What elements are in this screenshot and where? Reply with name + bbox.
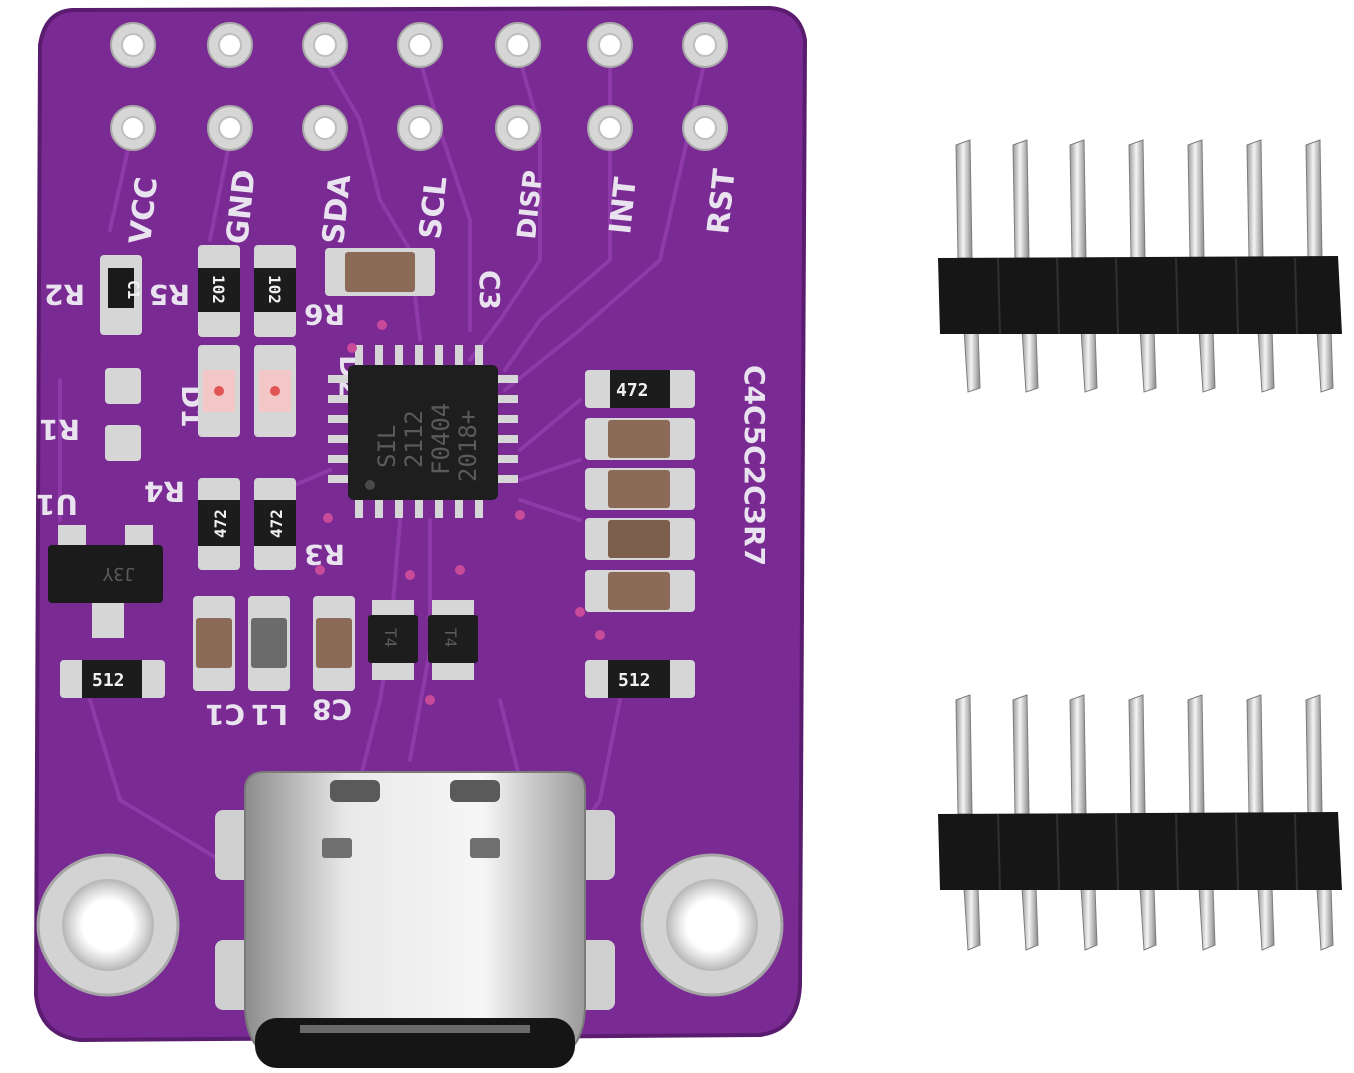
vias	[315, 320, 605, 705]
transistor-2: T4	[428, 600, 478, 680]
r5-marking: 102	[209, 275, 228, 304]
transistor-1: T4	[368, 600, 418, 680]
r6-marking: 102	[265, 275, 284, 304]
label-r2: R2	[44, 278, 85, 311]
resistor-r4: 472	[198, 478, 240, 570]
pin-label-disp: DISP	[512, 169, 549, 241]
pin-label-sda: SDA	[316, 172, 358, 246]
pin-label-scl: SCL	[413, 175, 454, 241]
usb-c-connector	[215, 771, 615, 1068]
pin-header-top	[938, 139, 1342, 393]
label-r4: R4	[144, 475, 185, 508]
label-c1: C1	[205, 698, 245, 731]
label-r6: R6	[304, 298, 345, 331]
capacitor-c3	[325, 248, 435, 296]
resistor-r7: 472	[585, 370, 695, 408]
pin-label-vcc: VCC	[123, 175, 165, 246]
mounting-hole-right	[640, 853, 784, 997]
led-d1	[198, 345, 240, 437]
resistor-512-right-marking: 512	[618, 670, 651, 691]
ic-marking-line1: SIL	[373, 425, 401, 468]
pin-label-int: INT	[603, 175, 644, 236]
resistor-512-left: 512	[60, 660, 165, 698]
pin-label-rst: RST	[701, 167, 743, 236]
label-r3: R3	[304, 538, 345, 571]
pin-labels: VCC GND SDA SCL DISP INT RST	[123, 167, 743, 246]
resistor-512-right: 512	[585, 660, 695, 698]
regulator-u1: J3Y	[48, 525, 163, 638]
resistor-512-left-marking: 512	[92, 670, 125, 691]
label-l1: L1	[251, 698, 288, 731]
pcb-traces	[58, 58, 707, 862]
u1-marking: J3Y	[102, 563, 135, 584]
ic-marking-line4: 2018+	[454, 410, 482, 482]
transistor-2-marking: T4	[441, 628, 460, 647]
label-c-group: C4C5C2C3R7	[738, 365, 771, 566]
pin-pads	[110, 22, 728, 151]
resistor-r5: 102	[198, 245, 240, 337]
capacitor-c1	[193, 596, 235, 691]
label-c3: C3	[473, 270, 506, 310]
pin-header-bottom	[938, 694, 1342, 951]
capacitor-bank	[585, 418, 695, 612]
ic-marking-line3: F0404	[427, 403, 455, 475]
label-r1: R1	[39, 413, 80, 446]
transistor-1-marking: T4	[381, 628, 400, 647]
label-c8: C8	[312, 693, 352, 726]
capacitor-c8	[313, 596, 355, 691]
inductor-l1	[248, 596, 290, 691]
r2-marking: C1	[124, 280, 143, 299]
label-u1: U1	[36, 488, 78, 521]
resistor-r1	[105, 368, 141, 461]
r3-marking: 472	[267, 509, 286, 538]
resistor-r2: C1	[100, 255, 143, 335]
resistor-r6: 102	[254, 245, 296, 337]
mounting-hole-left	[36, 853, 180, 997]
reference-designators: R2 R5 R6 D2 C3 R1 D1 R4 R3 U1 C4C5C2C3R7…	[36, 270, 771, 731]
ic-marking-line2: 2112	[400, 410, 428, 468]
main-ic: SIL 2112 F0404 2018+	[328, 345, 518, 518]
r4-marking: 472	[211, 509, 230, 538]
label-r5: R5	[149, 278, 190, 311]
led-d2	[254, 345, 296, 437]
r7-marking: 472	[616, 380, 649, 401]
pin-label-gnd: GND	[220, 168, 263, 246]
resistor-r3: 472	[254, 478, 296, 570]
